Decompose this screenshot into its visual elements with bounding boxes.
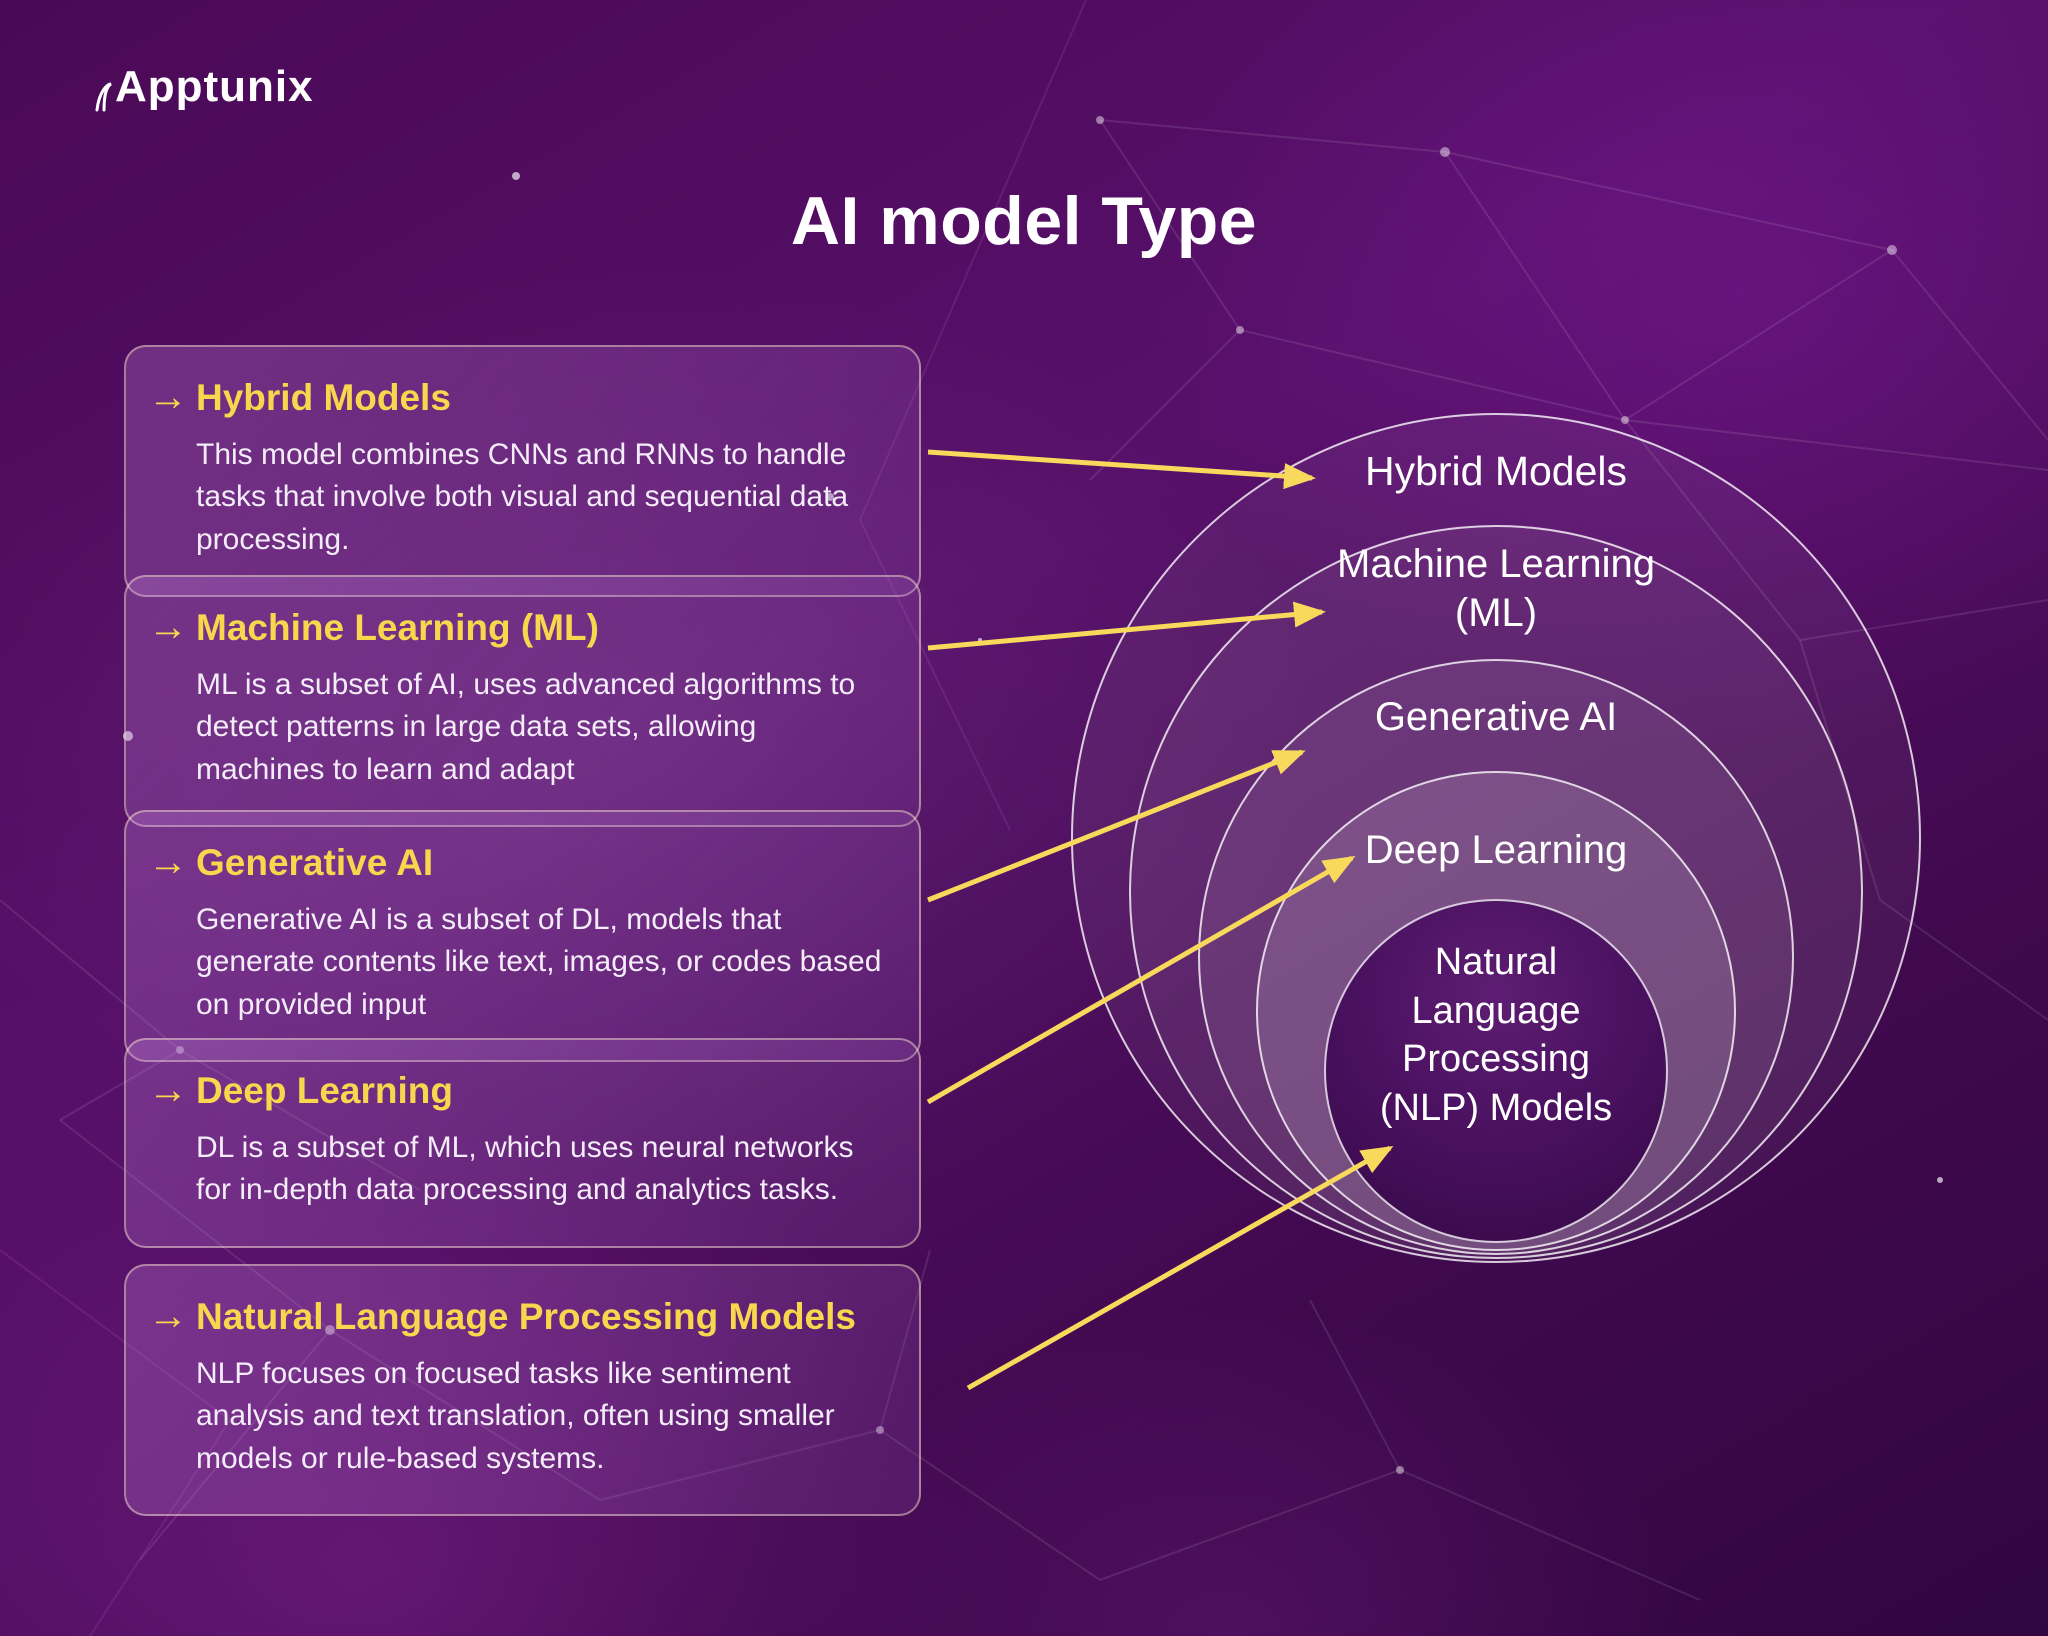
page-title: AI model Type xyxy=(790,183,1258,259)
arrow-right-icon: → xyxy=(148,840,188,884)
card-description: NLP focuses on focused tasks like sentim… xyxy=(196,1356,835,1475)
card-description: This model combines CNNs and RNNs to han… xyxy=(196,437,849,556)
card-hybrid-models: → Hybrid Models This model combines CNNs… xyxy=(124,345,921,598)
card-description: ML is a subset of AI, uses advanced algo… xyxy=(196,667,856,786)
card-title: Natural Language Processing Models xyxy=(196,1296,856,1337)
ring-label-hybrid-models: Hybrid Models xyxy=(1364,448,1628,494)
ring-label-generative-ai: Generative AI xyxy=(1374,695,1618,739)
arrow-right-icon: → xyxy=(148,1068,188,1112)
card-title: Machine Learning (ML) xyxy=(196,607,599,648)
card-deep-learning: → Deep Learning DL is a subset of ML, wh… xyxy=(124,1038,921,1248)
card-title: Generative AI xyxy=(196,842,434,883)
arrow-right-icon: → xyxy=(148,605,188,649)
card-description: Generative AI is a subset of DL, models … xyxy=(196,902,882,1021)
arrow-right-icon: → xyxy=(148,1294,188,1338)
card-machine-learning: → Machine Learning (ML) ML is a subset o… xyxy=(124,575,921,828)
card-nlp-models: → Natural Language Processing Models NLP… xyxy=(124,1264,921,1517)
card-title: Deep Learning xyxy=(196,1070,453,1111)
apptunix-logo-icon xyxy=(95,82,113,112)
ring-label-nlp-models: Natural Language Processing (NLP) Models xyxy=(1379,941,1613,1129)
card-title: Hybrid Models xyxy=(196,377,451,418)
connector-arrow-hybrid xyxy=(927,449,1316,490)
arrow-right-icon: → xyxy=(148,375,188,419)
card-generative-ai: → Generative AI Generative AI is a subse… xyxy=(124,810,921,1063)
card-description: DL is a subset of ML, which uses neural … xyxy=(196,1130,854,1207)
ring-label-machine-learning: Machine Learning (ML) xyxy=(1337,542,1655,635)
ring-label-deep-learning: Deep Learning xyxy=(1364,828,1628,872)
apptunix-logo-text: Apptunix xyxy=(115,62,314,111)
apptunix-logo: Apptunix xyxy=(95,62,314,112)
